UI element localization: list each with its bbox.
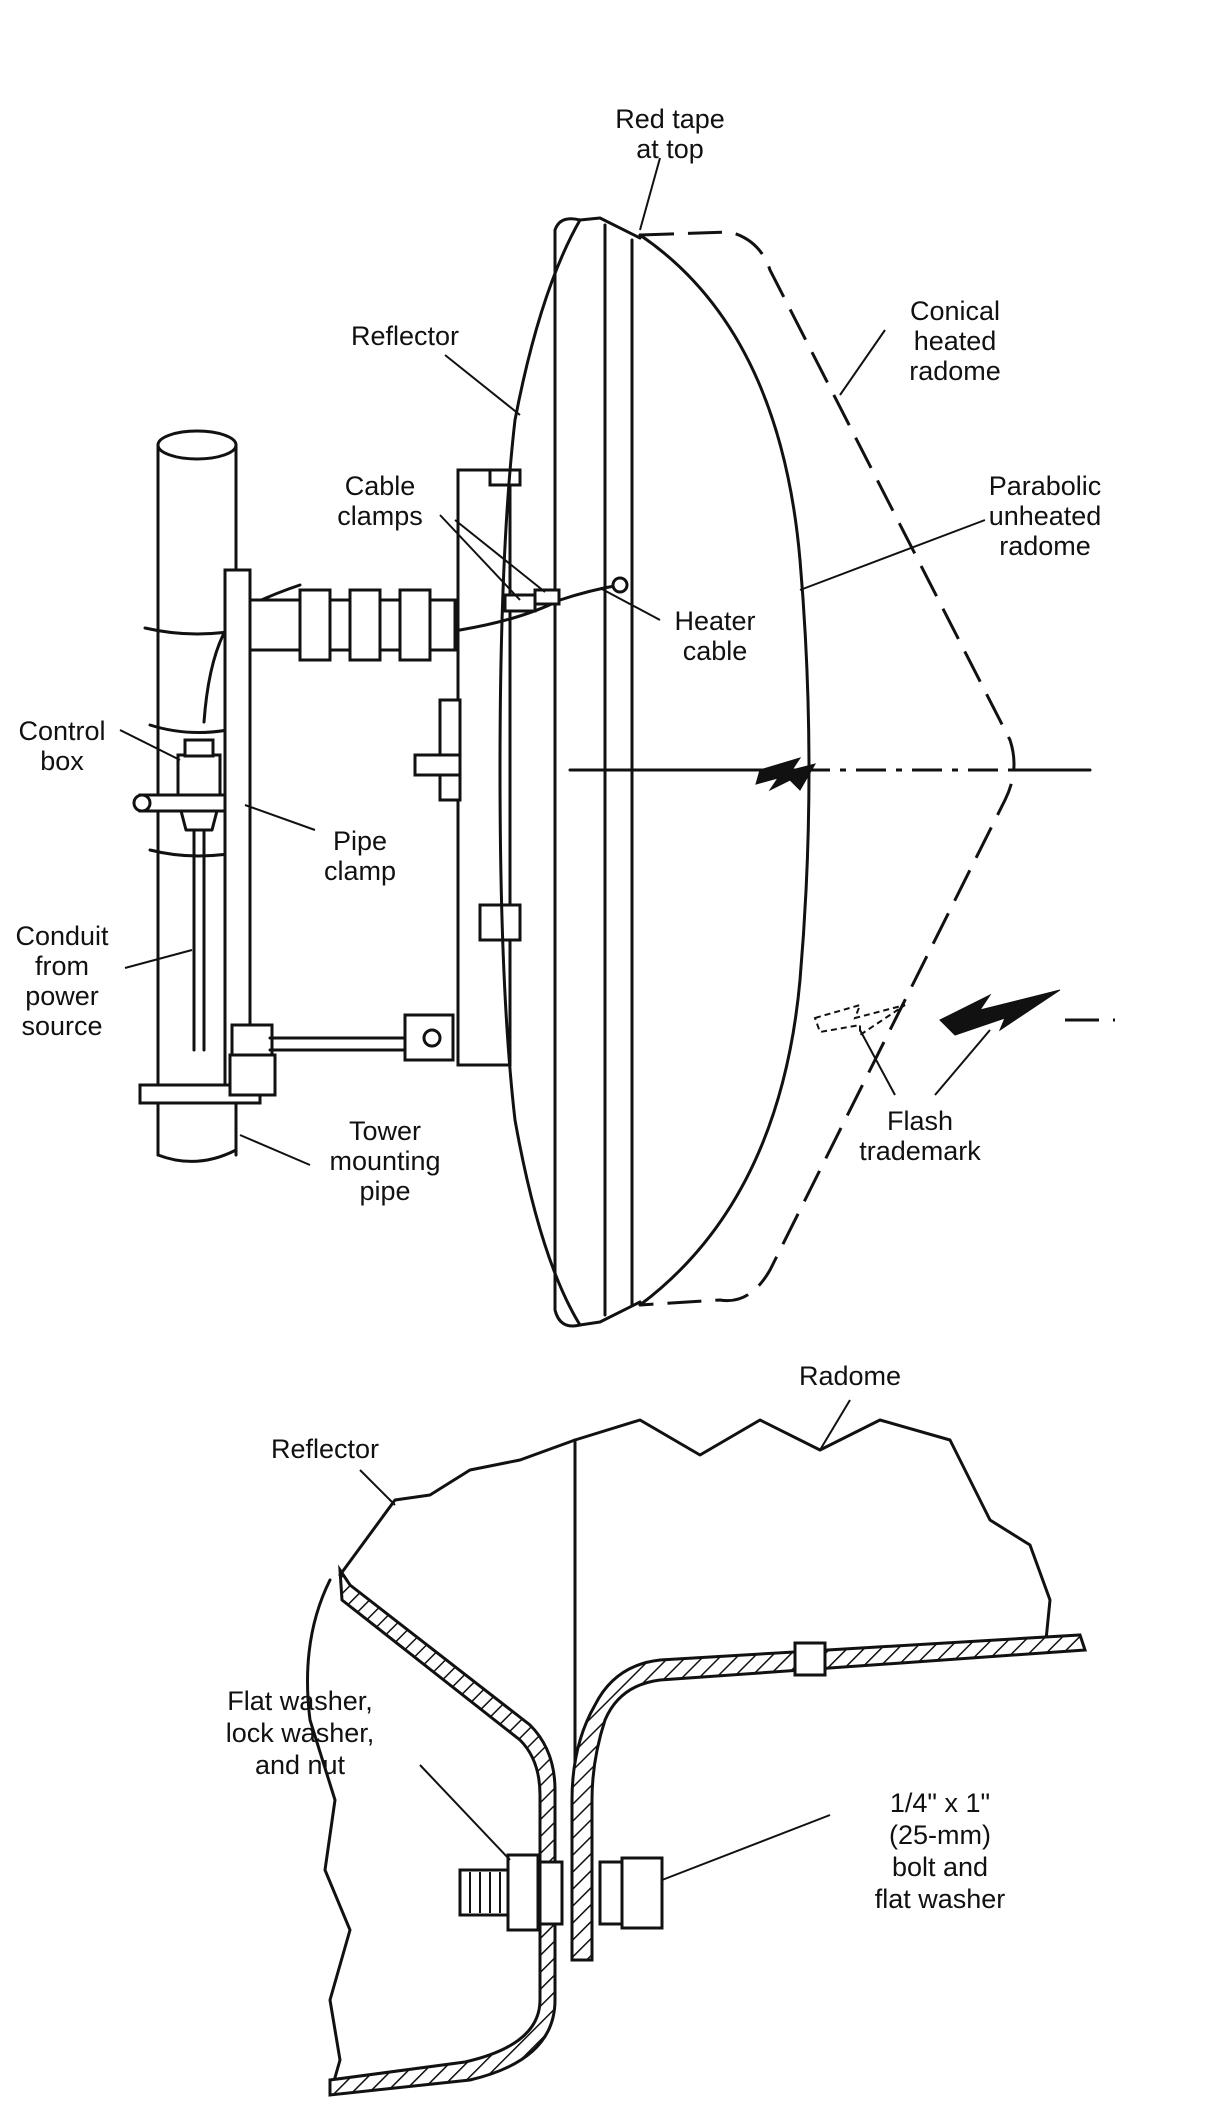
label-flat-washer-lock-washer-nut: Flat washer,lock washer,and nut	[226, 1686, 375, 1780]
radome-flange-section	[570, 1633, 1088, 1962]
label-reflector-top: Reflector	[351, 321, 459, 351]
label-radome-bottom: Radome	[799, 1361, 901, 1391]
reflector-dish-drawing	[498, 216, 642, 1328]
conical-heated-radome-outline	[639, 230, 1016, 1307]
label-reflector-bottom: Reflector	[271, 1434, 379, 1464]
mount-bracket-drawing	[138, 568, 457, 1105]
control-box-drawing	[132, 738, 252, 832]
bolt-assembly	[458, 1853, 664, 1932]
top-leader-lines	[119, 157, 991, 1166]
bottom-leader-lines	[359, 1399, 851, 1881]
reflector-rim-section	[328, 1564, 557, 2097]
bottom-radome-broken-edge	[573, 1418, 1082, 1652]
flash-trademark-icons	[755, 757, 1115, 1037]
heater-cable-drawing	[458, 576, 629, 632]
